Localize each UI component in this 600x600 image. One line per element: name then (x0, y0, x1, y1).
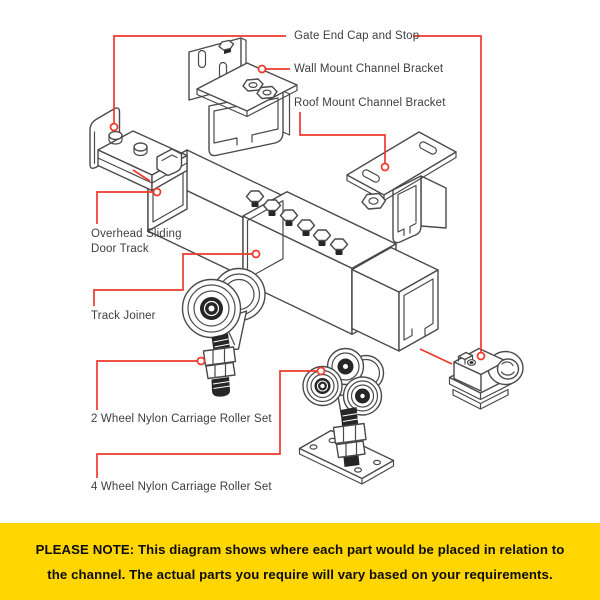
leader-dot-roof-mount (380, 162, 390, 172)
leader-dot-joiner (251, 249, 261, 259)
leader-dot-gate-left (109, 122, 119, 132)
note-banner: PLEASE NOTE: This diagram shows where ea… (0, 523, 600, 600)
label-overhead-track: Overhead Sliding Door Track (91, 228, 182, 255)
label-four-wheel: 4 Wheel Nylon Carriage Roller Set (91, 481, 272, 493)
label-roof-mount: Roof Mount Channel Bracket (294, 97, 446, 109)
label-track-joiner: Track Joiner (91, 310, 156, 322)
four-wheel-roller-art (298, 347, 395, 485)
leader-dot-two-wheel (196, 356, 206, 366)
gate-end-cap-right-art (448, 347, 524, 410)
label-wall-mount: Wall Mount Channel Bracket (294, 63, 444, 75)
leader-dot-gate-right (476, 351, 486, 361)
left-cap-connector-line (132, 169, 151, 182)
label-gate-end-cap: Gate End Cap and Stop (294, 30, 420, 42)
joiner-bolts-art (245, 190, 349, 255)
leader-dot-wall-mount (257, 64, 267, 74)
two-wheel-roller-art (181, 267, 266, 397)
note-text-line2: the channel. The actual parts you requir… (47, 566, 553, 582)
leader-dot-track (152, 187, 162, 197)
leader-lines (93, 35, 486, 478)
parts-diagram-art (89, 35, 524, 485)
wall-mount-bracket-art (188, 37, 298, 157)
label-two-wheel: 2 Wheel Nylon Carriage Roller Set (91, 413, 272, 425)
parts-diagram: Gate End Cap and Stop Wall Mount Channel… (89, 30, 524, 493)
roof-mount-bracket-art (346, 131, 457, 244)
note-text-line1: PLEASE NOTE: This diagram shows where ea… (35, 541, 565, 557)
leader-dot-four-wheel (316, 366, 326, 376)
track-open-end-art (351, 246, 439, 352)
gate-end-cap-left-art (89, 107, 188, 192)
right-cap-connector-line (419, 348, 453, 365)
